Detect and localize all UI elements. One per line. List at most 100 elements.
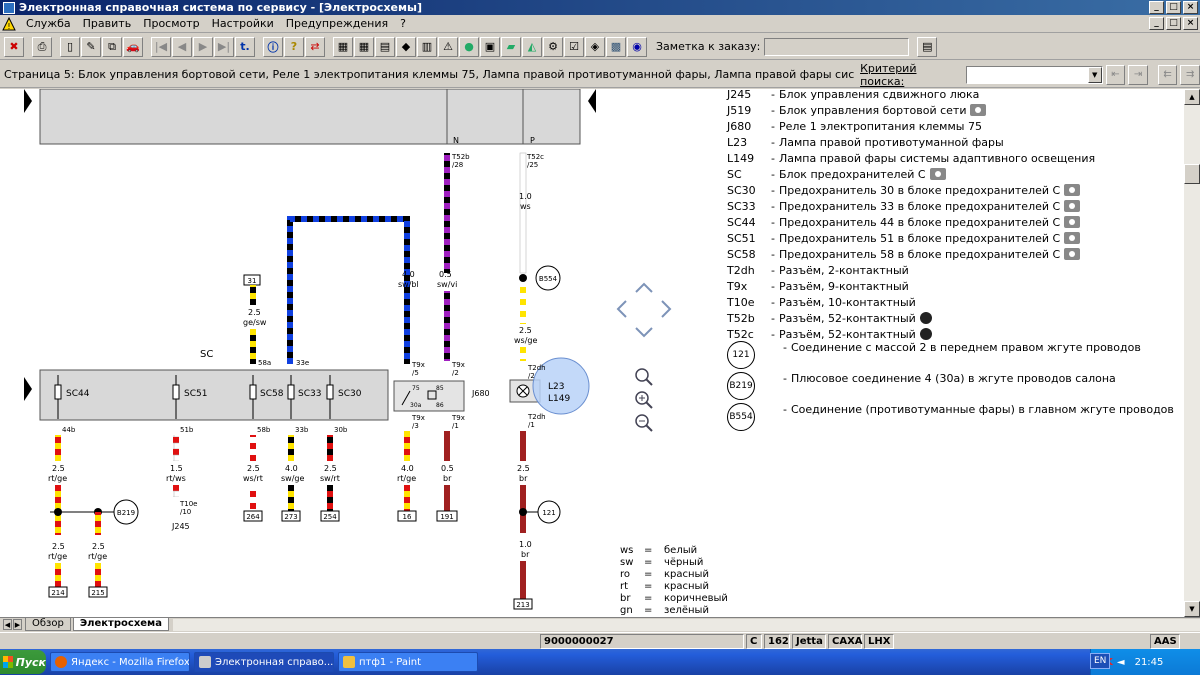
fuse-sc58[interactable]: SC58 [249,375,284,419]
tools-icon[interactable]: ⚙ [543,36,563,57]
globe-icon[interactable]: ● [459,36,479,57]
next-page-icon[interactable]: ▶ [193,36,213,57]
last-page-icon[interactable]: ▶| [214,36,234,57]
order-note-button[interactable]: ▤ [917,36,938,57]
connection-row-b219[interactable]: B219-Плюсовое соединение 4 (30а) в жгуте… [727,372,1116,402]
pan-right-icon[interactable] [661,300,672,318]
language-indicator[interactable]: EN [1090,653,1111,669]
switch-icon[interactable]: ⇄ [305,36,325,57]
book-icon[interactable]: ▰ [501,36,521,57]
diagnostics-icon[interactable]: ◈ [585,36,605,57]
speaker-icon[interactable]: ◄ [1116,656,1125,668]
fuse-sc44[interactable]: SC44 [54,375,90,419]
warning-toolbar-icon[interactable]: ⚠ [438,36,458,57]
close-button[interactable]: × [1183,1,1198,14]
menu-edit[interactable]: Править [82,17,132,30]
legend-row-sc58[interactable]: SC58-Предохранитель 58 в блоке предохран… [727,246,1081,262]
exit-icon[interactable]: ✖ [4,36,24,57]
tab-wiring-diagram[interactable]: Электросхема [72,618,169,631]
legend-row-j245[interactable]: J245-Блок управления сдвижного люка [727,89,980,101]
pan-controls[interactable] [616,282,672,338]
prev-page-icon[interactable]: ◀ [172,36,192,57]
scroll-thumb[interactable] [1184,164,1200,184]
info-icon[interactable]: ⓘ [263,36,283,57]
maximize-button[interactable]: □ [1166,1,1181,14]
connector-icon[interactable] [919,328,932,340]
menu-help[interactable]: ? [400,17,406,30]
legend-row-t52c[interactable]: T52c-Разъём, 52-контактный [727,326,932,342]
legend-row-j680[interactable]: J680-Реле 1 электропитания клеммы 75 [727,119,982,133]
checklist-icon[interactable]: ☑ [564,36,584,57]
jump-icon[interactable]: t. [235,36,255,57]
fuse-sc33[interactable]: SC33 [287,375,321,419]
menu-service[interactable]: Служба [26,17,71,30]
new-document-icon[interactable]: ▯ [60,36,80,57]
legend-row-j519[interactable]: J519-Блок управления бортовой сети [727,102,987,118]
legend-row-t52b[interactable]: T52b-Разъём, 52-контактный [727,310,932,326]
legend-row-t2dh[interactable]: T2dh-Разъём, 2-контактный [727,263,909,277]
camera-icon[interactable] [929,168,946,180]
camera-icon[interactable] [1064,184,1081,196]
legend-row-sc30[interactable]: SC30-Предохранитель 30 в блоке предохран… [727,182,1081,198]
taskbar-item-paint[interactable]: птф1 - Paint [338,652,478,672]
network-icon[interactable]: ◉ [627,36,647,57]
start-button[interactable]: Пуск [0,650,46,674]
legend-row-t10e[interactable]: T10e-Разъём, 10-контактный [727,295,916,309]
taskbar-item-service[interactable]: Электронная справо... [194,652,334,672]
mdi-minimize-button[interactable]: _ [1149,17,1164,30]
print-icon[interactable]: ⎙ [32,36,52,57]
camera-icon[interactable] [970,104,987,116]
order-note-input[interactable] [764,37,910,56]
legend-row-l149[interactable]: L149-Лампа правой фары системы адаптивно… [727,151,1096,165]
first-page-icon[interactable]: |◀ [151,36,171,57]
fuse-sc30[interactable]: SC30 [326,375,362,419]
connector-icon[interactable] [919,312,932,324]
search-criteria-select[interactable]: ▼ [965,65,1103,84]
camera-icon[interactable] [1064,216,1081,228]
help-icon[interactable]: ? [284,36,304,57]
legend-row-t9x[interactable]: T9x-Разъём, 9-контактный [727,279,909,293]
page-prev-arrow[interactable] [24,89,32,113]
legend-row-sc44[interactable]: SC44-Предохранитель 44 в блоке предохран… [727,214,1081,230]
menu-view[interactable]: Просмотр [143,17,200,30]
minimize-button[interactable]: _ [1149,1,1164,14]
vertical-scrollbar[interactable]: ▲ ▼ [1184,89,1200,617]
fuse-sc51[interactable]: SC51 [172,375,207,419]
zoom-out-icon[interactable] [635,414,653,432]
legend-row-sc51[interactable]: SC51-Предохранитель 51 в блоке предохран… [727,230,1081,246]
mdi-restore-button[interactable]: □ [1166,17,1181,30]
lamp-highlight[interactable] [532,357,590,415]
edit-document-icon[interactable]: ✎ [81,36,101,57]
cube-icon[interactable]: ▩ [606,36,626,57]
zoom-plus-icon[interactable] [635,391,653,409]
connection-row-121[interactable]: 121-Соединение с массой 2 в переднем пра… [727,341,1141,371]
nav-left-button[interactable]: ⇇ [1157,64,1178,85]
relay-j680[interactable] [393,380,465,412]
save-icon[interactable]: ▣ [480,36,500,57]
taskbar-item-firefox[interactable]: Яндекс - Mozilla Firefox [50,652,190,672]
module-icon-1[interactable]: ▦ [333,36,353,57]
zoom-in-icon[interactable] [635,368,653,386]
module-icon-2[interactable]: ▦ [354,36,374,57]
legend-row-sc[interactable]: SC-Блок предохранителей С [727,166,946,182]
copy-document-icon[interactable]: ⧉ [102,36,122,57]
diagram-area[interactable]: N P T52b /28 0.5 sw/vi T52c /25 1.0 ws B… [0,89,1184,617]
module-icon-5[interactable]: ▥ [417,36,437,57]
module-icon-3[interactable]: ▤ [375,36,395,57]
vehicle-icon[interactable]: ◭ [522,36,542,57]
scroll-up-icon[interactable]: ▲ [1184,89,1200,105]
menu-warnings[interactable]: Предупреждения [285,17,389,30]
search-prev-button[interactable]: ⇤ [1105,64,1126,85]
pan-left-icon[interactable] [616,300,627,318]
pan-up-icon[interactable] [635,282,653,293]
camera-icon[interactable] [1064,200,1081,212]
menu-settings[interactable]: Настройки [211,17,274,30]
horizontal-scrollbar[interactable] [172,618,1200,631]
tab-prev-icon[interactable]: ◀ [3,619,12,630]
mdi-close-button[interactable]: × [1183,17,1198,30]
module-icon-4[interactable]: ◆ [396,36,416,57]
nav-right-button[interactable]: ⇉ [1180,64,1200,85]
page-next-arrow[interactable] [588,89,596,113]
tab-next-icon[interactable]: ▶ [13,619,22,630]
legend-row-sc33[interactable]: SC33-Предохранитель 33 в блоке предохран… [727,198,1081,214]
